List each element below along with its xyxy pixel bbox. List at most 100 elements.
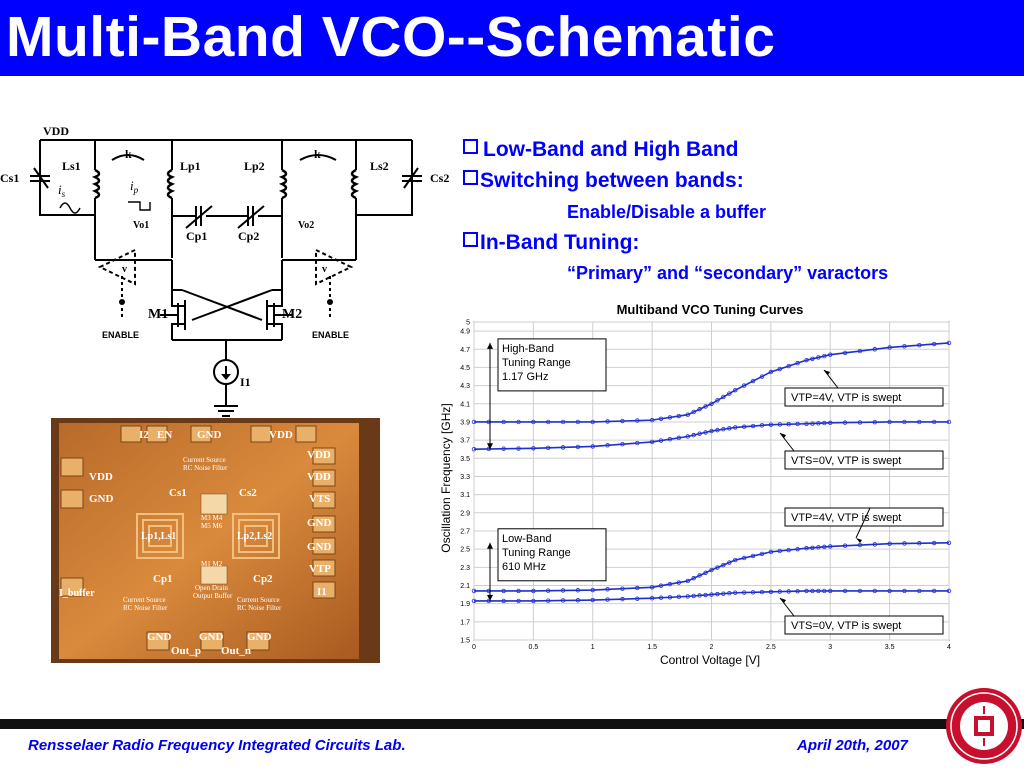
die-label-m5m6: M5 M6 [201,522,223,530]
label-buf-r: v [322,264,327,275]
series-2-point [786,422,791,427]
series-4-point [804,588,809,594]
series-1-point [560,419,566,425]
y-tick-label: 1.5 [460,638,470,645]
callout-3-text: VTP=4V, VTP is swept [791,512,901,524]
series-2-point [795,421,800,427]
series-2-point [697,431,702,436]
label-is: is [58,182,66,199]
series-1-point [872,347,877,352]
series-2-point [667,437,673,442]
label-ls1: Ls1 [62,159,81,173]
series-2-point [750,423,756,429]
series-2-point [816,421,821,426]
y-tick-label: 1.7 [460,619,470,626]
label-cs2: Cs2 [430,171,449,185]
bullet-2-sub: Enable/Disable a buffer [567,202,767,222]
series-3-point [759,551,765,557]
callout-4-text: VTS=0V, VTP is swept [791,620,901,632]
die-label-lp1ls1: Lp1,Ls1 [141,531,176,542]
series-3-point [822,544,827,550]
die-label-outp: Out_p [171,645,201,657]
label-vo2: Vo2 [298,220,314,231]
die-label-en: EN [157,429,172,441]
series-2-point [516,446,521,451]
y-tick-label: 4.1 [460,401,470,408]
series-4-point [777,589,782,594]
series-1-point [810,356,815,361]
label-i1: I1 [240,375,251,389]
label-vo1: Vo1 [133,220,149,231]
series-2-point [605,443,610,448]
series-2-point [620,442,625,447]
series-4-point [703,592,708,598]
series-3-point [902,541,907,546]
y-tick-label: 2.9 [460,510,470,517]
series-1-point [709,401,714,406]
die-label-csb-r2: RC Noise Filter [237,604,282,612]
series-3-point [667,581,673,587]
series-2-point [810,421,815,426]
y-tick-label: 4.5 [460,365,470,372]
callout-3-pointer-head [856,538,862,543]
series-4-point [857,588,863,594]
x-tick-label: 2.5 [766,644,776,651]
series-1-point [575,419,581,425]
series-3-point [605,587,610,592]
label-lp2: Lp2 [244,159,265,173]
series-3-point [887,541,892,546]
series-3-point [703,570,708,575]
label-ip: ip [130,178,139,195]
series-1-point [590,419,595,425]
y-tick-label: 2.5 [460,547,470,554]
series-2-point [857,420,863,425]
die-photo: I2 EN GND VDD VDD GND VDD VDD VTS GND GN… [51,418,380,663]
series-1-point [635,418,640,423]
hb-range-arrow-head-bottom [487,443,493,450]
series-4-point [727,591,732,596]
series-1-point [887,345,892,350]
series-4-point [810,588,815,594]
series-4-point [649,596,655,601]
die-label-m3m4: M3 M4 [201,514,223,522]
x-tick-label: 3.5 [885,644,895,651]
series-2-point [709,428,714,434]
series-4-line [474,590,949,602]
y-tick-label: 3.3 [460,474,470,481]
series-4-point [635,596,640,601]
series-2-point [804,421,809,426]
series-3-point [777,548,782,554]
die-label-gnd-r: GND [307,517,332,529]
series-3-point [750,553,756,559]
series-3-point [842,543,848,548]
chart-ylabel: Oscillation Frequency [GHz] [439,403,453,552]
vco-schematic: VDD Cs1 Cs2 Ls1 Lp1 Lp2 Ls2 k k Cp1 Cp2 … [0,124,449,417]
x-tick-label: 2 [710,644,714,651]
series-2-point [703,430,708,435]
series-3-point [691,576,696,581]
series-1-point [733,387,738,393]
series-1-point [917,342,922,348]
series-3-point [946,540,952,545]
die-label-csb-l1: Current Source [123,596,166,604]
lb-range-arrow-head-bottom [487,594,493,601]
series-2-point [635,440,640,446]
series-1-point [703,404,708,409]
series-1-point [750,378,756,384]
series-2-point [902,419,907,425]
is-waveform [59,202,81,214]
die-label-outn: Out_n [221,645,251,657]
die-label-i1: I1 [317,586,327,598]
footer [0,729,1024,768]
die-label-lp2ls2: Lp2,Ls2 [237,531,272,542]
series-2-point [691,432,696,438]
callout-2-pointer-head [780,433,786,438]
series-3-point [676,580,682,585]
series-3-point [816,545,821,550]
series-1-point [741,383,747,388]
series-2-point [676,435,682,441]
series-3-point [685,578,690,584]
bullet-1: Low-Band and High Band [463,138,738,162]
bullet-2: Switching between bands: [463,169,744,193]
series-2-point [887,419,892,425]
